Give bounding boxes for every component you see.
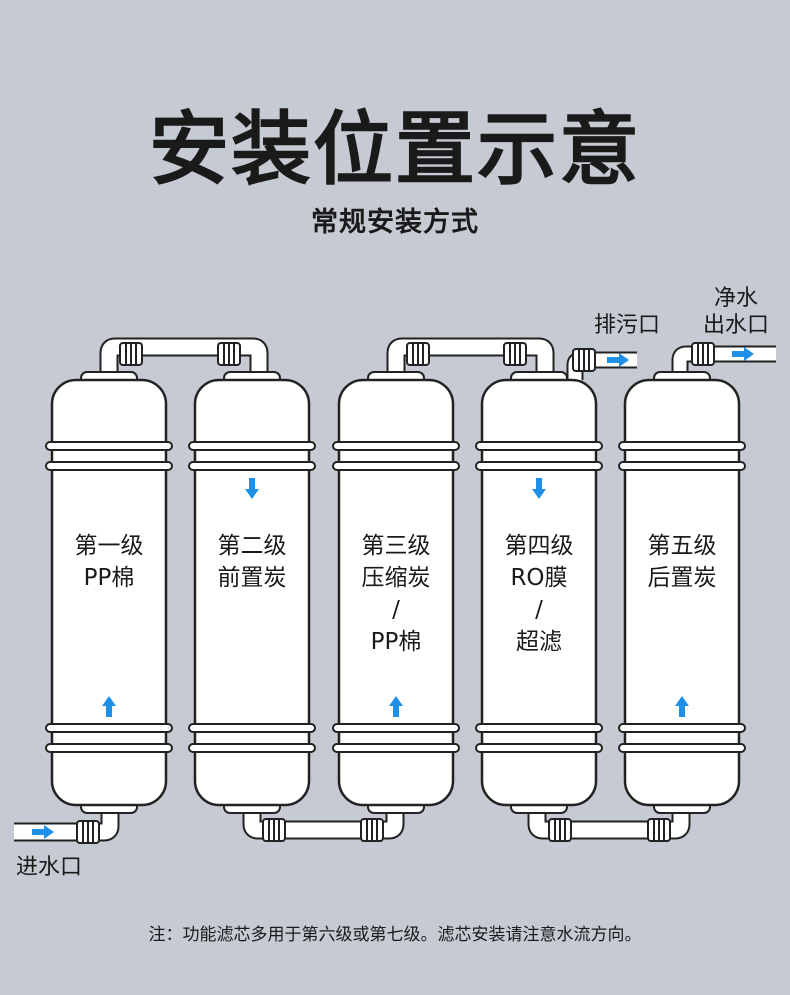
stage-1-label: 第一级 PP棉 — [52, 530, 166, 594]
filter-cartridge-5 — [618, 371, 746, 814]
stage-3-media-alt: PP棉 — [370, 629, 422, 655]
inlet-label: 进水口 — [16, 855, 83, 880]
pure-water-label-line1: 净水 — [713, 286, 758, 311]
stage-5-name: 第五级 — [647, 533, 717, 559]
stage-4-media-alt: 超滤 — [516, 629, 562, 655]
stage-3-separator: / — [392, 597, 400, 623]
filter-cartridge-2 — [188, 371, 316, 814]
filter-cartridge-4 — [475, 371, 603, 814]
drain-pipe — [566, 348, 637, 380]
filter-cartridge-3 — [332, 371, 460, 814]
footnote: 注：功能滤芯多用于第六级或第七级。滤芯安装请注意水流方向。 — [148, 925, 642, 945]
stage-2-label: 第二级 前置炭 — [195, 530, 309, 594]
page-title: 安装位置示意 — [149, 103, 641, 196]
top-pipe-1-2 — [99, 337, 269, 380]
stage-2-media: 前置炭 — [217, 565, 287, 591]
stage-4-label: 第四级 RO膜 / 超滤 — [482, 530, 596, 658]
pure-water-label-line2: 出水口 — [702, 313, 769, 338]
stage-4-separator: / — [535, 597, 543, 623]
stage-3-label: 第三级 压缩炭 / PP棉 — [339, 530, 453, 658]
stage-4-media: RO膜 — [510, 565, 568, 591]
bottom-pipe-2-3 — [242, 805, 405, 842]
inlet-pipe — [14, 805, 120, 844]
top-pipe-3-4 — [386, 337, 555, 380]
drain-label: 排污口 — [594, 313, 661, 338]
stage-4-name: 第四级 — [504, 533, 574, 559]
outlet-pipe — [671, 342, 776, 380]
bottom-pipe-4-5 — [527, 805, 691, 842]
stage-5-media: 后置炭 — [647, 565, 717, 591]
page-subtitle: 常规安装方式 — [311, 207, 479, 238]
stage-1-name: 第一级 — [74, 533, 144, 559]
stage-3-name: 第三级 — [361, 533, 431, 559]
stage-2-name: 第二级 — [217, 533, 287, 559]
stage-5-label: 第五级 后置炭 — [625, 530, 739, 594]
stage-1-media: PP棉 — [83, 565, 135, 591]
filter-cartridge-1 — [45, 371, 173, 814]
stage-3-media: 压缩炭 — [361, 565, 431, 591]
